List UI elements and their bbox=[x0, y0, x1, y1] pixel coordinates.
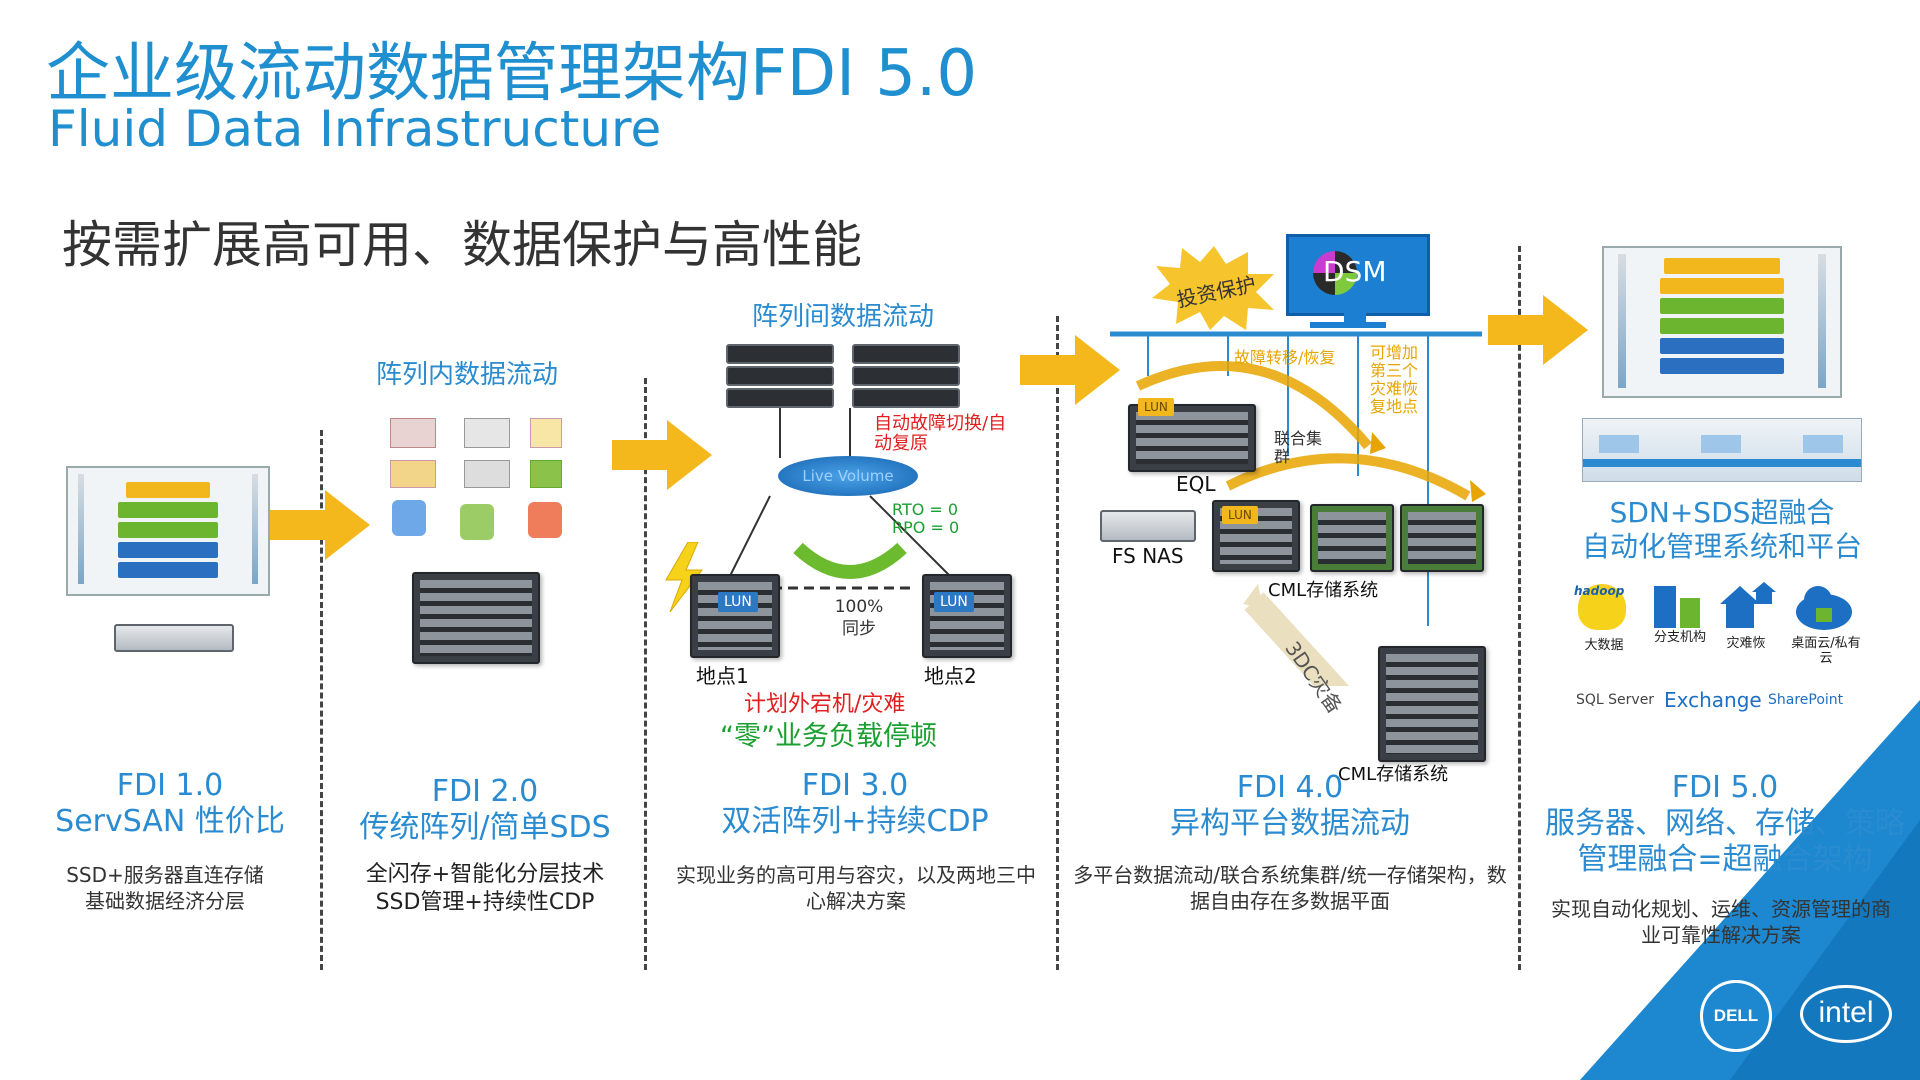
branch-buildings-icon bbox=[1654, 582, 1702, 628]
disaster-recovery-house-icon bbox=[1720, 582, 1776, 628]
fdi2-desc-1: 全闪存+智能化分层技术 bbox=[365, 862, 605, 887]
fdi4-cml-array-3-icon bbox=[1400, 504, 1484, 572]
app-sharepoint: SharePoint bbox=[1768, 692, 1844, 708]
divider-2 bbox=[644, 378, 647, 970]
fdi4-federation-label: 联合集群 bbox=[1274, 429, 1323, 466]
fdi4-cml-remote-array-icon bbox=[1378, 646, 1486, 762]
fdi3-sync-label: 100% 同步 bbox=[834, 597, 884, 639]
divider-3 bbox=[1056, 316, 1059, 970]
fdi4-lun-eql: LUN bbox=[1138, 398, 1174, 416]
arrow-3-to-4-icon bbox=[1020, 335, 1120, 405]
fdi5-sdn-title: SDN+SDS超融合 bbox=[1609, 496, 1835, 529]
fdi3-failover-label: 自动故障切换/自动复原 bbox=[874, 413, 1007, 454]
dsm-base bbox=[1310, 322, 1386, 328]
icon-label-bigdata: 大数据 bbox=[1584, 638, 1624, 653]
icon-label-dr: 灾难恢 bbox=[1726, 636, 1766, 651]
fdi2-storage-array-icon bbox=[412, 572, 540, 664]
fdi3-host-servers-left bbox=[726, 344, 836, 408]
fdi3-live-volume: Live Volume bbox=[778, 456, 918, 496]
fdi2-subtitle: 传统阵列/简单SDS bbox=[359, 810, 611, 845]
fdi4-cml-label-1: CML存储系统 bbox=[1268, 580, 1379, 601]
fdi1-desc-2: 基础数据经济分层 bbox=[85, 889, 245, 913]
fdi5-platform-title: 自动化管理系统和平台 bbox=[1581, 530, 1862, 563]
cloud-lock-icon bbox=[1796, 586, 1852, 630]
fdi3-zero-downtime: “零”业务负载停顿 bbox=[720, 721, 937, 752]
fdi3-lun-2: LUN bbox=[934, 592, 974, 612]
fdi3-host-servers-right bbox=[852, 344, 962, 408]
fdi5-subtitle-1: 服务器、网络、存储、策略 bbox=[1545, 806, 1905, 841]
fdi5-network-strip bbox=[1582, 418, 1862, 482]
arrow-4-to-5-icon bbox=[1488, 295, 1588, 365]
fdi2-title: FDI 2.0 bbox=[431, 774, 539, 809]
fdi2-top-label: 阵列内数据流动 bbox=[376, 360, 559, 390]
fdi4-title: FDI 4.0 bbox=[1236, 770, 1344, 805]
hadoop-logo-text: hadoop bbox=[1574, 584, 1625, 598]
fdi5-desc: 实现自动化规划、运维、资源管理的商业可靠性解决方案 bbox=[1551, 897, 1891, 947]
fdi3-array-site1-icon bbox=[690, 574, 780, 658]
fdi2-tiering-diagram bbox=[380, 404, 580, 544]
intel-logo: intel bbox=[1800, 985, 1892, 1043]
fdi4-add-site-label: 可增加第三个灾难恢复地点 bbox=[1370, 343, 1419, 416]
fdi3-disaster-label: 计划外宕机/灾难 bbox=[744, 692, 906, 717]
fdi3-lun-1: LUN bbox=[718, 592, 758, 612]
dsm-monitor-icon: DSM bbox=[1286, 234, 1430, 316]
fdi5-stack-diagram bbox=[1602, 246, 1842, 398]
arrow-1-to-2-icon bbox=[270, 490, 370, 560]
fdi4-lun-cml: LUN bbox=[1222, 506, 1258, 524]
fdi4-fsnas-label: FS NAS bbox=[1112, 544, 1184, 568]
fdi3-array-site2-icon bbox=[922, 574, 1012, 658]
fdi3-rpo: RPO = 0 bbox=[892, 518, 960, 537]
dsm-stand bbox=[1344, 310, 1366, 324]
hadoop-elephant-icon bbox=[1578, 584, 1626, 630]
fdi4-cml-label-2: CML存储系统 bbox=[1338, 764, 1449, 785]
dell-logo: DELL bbox=[1700, 980, 1772, 1052]
fdi4-eql-label: EQL bbox=[1176, 472, 1216, 496]
dsm-label: DSM bbox=[1323, 255, 1387, 288]
fdi1-title: FDI 1.0 bbox=[116, 768, 224, 803]
fdi4-network-lines bbox=[1110, 331, 1486, 686]
fdi1-stack-diagram bbox=[66, 466, 270, 596]
fdi3-site1-label: 地点1 bbox=[696, 664, 749, 688]
section-heading: 按需扩展高可用、数据保护与高性能 bbox=[62, 216, 862, 274]
fdi2-desc-2: SSD管理+持续性CDP bbox=[375, 890, 595, 915]
fdi4-failover-label: 故障转移/恢复 bbox=[1234, 348, 1336, 367]
icon-label-branch: 分支机构 bbox=[1653, 630, 1706, 645]
fdi1-desc-1: SSD+服务器直连存储 bbox=[66, 863, 264, 887]
fdi4-fsnas-icon bbox=[1100, 510, 1196, 542]
investment-protection-starburst bbox=[1152, 246, 1274, 330]
fdi3-rto: RTO = 0 bbox=[892, 500, 959, 519]
fdi1-subtitle: ServSAN 性价比 bbox=[55, 804, 285, 839]
icon-label-cloud: 桌面云/私有云 bbox=[1791, 636, 1861, 666]
app-sqlserver: SQL Server bbox=[1576, 692, 1655, 708]
fdi1-server-icon bbox=[114, 624, 234, 652]
fdi3-top-label: 阵列间数据流动 bbox=[752, 302, 935, 332]
fdi4-cml-array-2-icon bbox=[1310, 504, 1394, 572]
lightning-icon bbox=[665, 542, 704, 612]
page-title: 企业级流动数据管理架构FDI 5.0 bbox=[46, 37, 978, 111]
divider-4 bbox=[1518, 246, 1521, 970]
fdi3-title: FDI 3.0 bbox=[801, 768, 909, 803]
arrow-2-to-3-icon bbox=[612, 420, 712, 490]
page-subtitle: Fluid Data Infrastructure bbox=[48, 100, 662, 158]
fdi5-subtitle-2: 管理融合=超融合架构 bbox=[1577, 842, 1873, 877]
fdi3-desc: 实现业务的高可用与容灾，以及两地三中心解决方案 bbox=[676, 863, 1036, 913]
fdi4-subtitle: 异构平台数据流动 bbox=[1170, 806, 1410, 841]
divider-1 bbox=[320, 430, 323, 970]
fdi5-title: FDI 5.0 bbox=[1671, 770, 1779, 805]
fdi4-desc: 多平台数据流动/联合系统集群/统一存储架构，数据自由存在多数据平面 bbox=[1073, 863, 1507, 913]
app-exchange: Exchange bbox=[1664, 688, 1762, 712]
fdi3-subtitle: 双活阵列+持续CDP bbox=[721, 804, 989, 839]
fdi3-link-lines bbox=[729, 408, 951, 590]
fdi3-site2-label: 地点2 bbox=[924, 664, 977, 688]
